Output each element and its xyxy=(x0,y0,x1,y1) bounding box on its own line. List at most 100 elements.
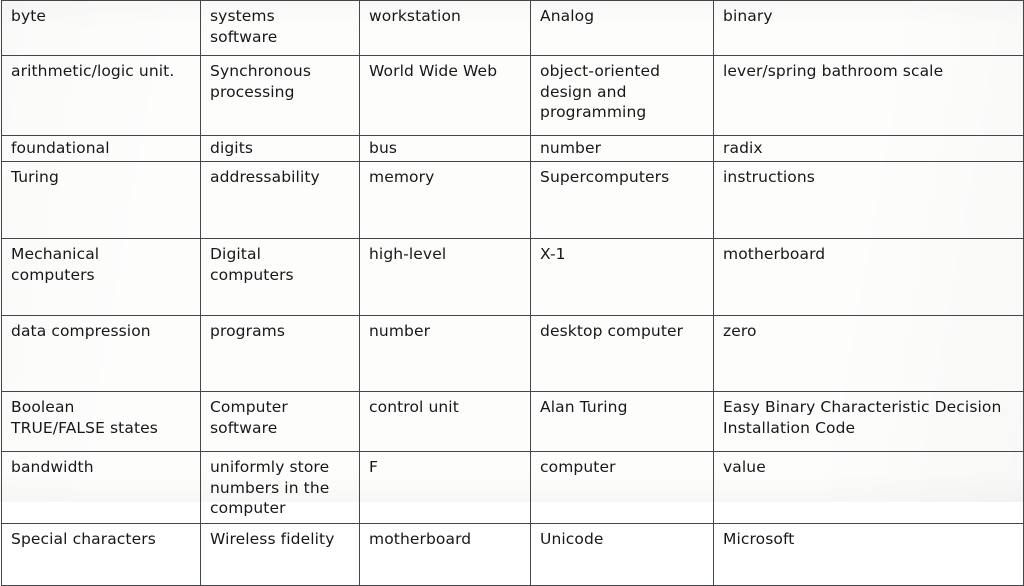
cell-text: bus xyxy=(369,139,398,157)
table-row: data compression programs number desktop… xyxy=(1,315,1024,392)
cell-text: lever/spring bathroom scale xyxy=(723,62,944,80)
table-cell: motherboard xyxy=(359,523,531,586)
table-cell: F xyxy=(359,451,531,524)
table-cell: lever/spring bathroom scale xyxy=(713,55,1024,136)
table-row: Turing addressability memory Supercomput… xyxy=(1,161,1024,239)
table-cell: bus xyxy=(359,135,531,162)
cell-text: binary xyxy=(723,7,773,25)
table-cell: number xyxy=(359,315,531,392)
table-cell: Boolean TRUE/FALSE states xyxy=(1,391,201,452)
cell-text: Synchronous processing xyxy=(210,62,312,101)
cell-text: Wireless fidelity xyxy=(210,530,335,548)
table-cell: uniformly store numbers in the computer xyxy=(200,451,360,524)
table-cell: memory xyxy=(359,161,531,239)
cell-text: high-level xyxy=(369,245,447,263)
cell-text: X-1 xyxy=(540,245,566,263)
table-cell: Analog xyxy=(530,0,714,56)
cell-text: uniformly store numbers in the computer xyxy=(210,458,330,517)
table-row: Special characters Wireless fidelity mot… xyxy=(1,523,1024,586)
table-row: bandwidth uniformly store numbers in the… xyxy=(1,451,1024,524)
cell-text: Mechanical computers xyxy=(11,245,100,284)
cell-text: programs xyxy=(210,322,286,340)
table-cell: radix xyxy=(713,135,1024,162)
table-row: foundational digits bus number radix xyxy=(1,135,1024,162)
table-row: Boolean TRUE/FALSE states Computer softw… xyxy=(1,391,1024,452)
cell-text: computer xyxy=(540,458,616,476)
table-cell: byte xyxy=(1,0,201,56)
cell-text: byte xyxy=(11,7,47,25)
cell-text: Unicode xyxy=(540,530,604,548)
table-cell: workstation xyxy=(359,0,531,56)
table-cell: control unit xyxy=(359,391,531,452)
cell-text: bandwidth xyxy=(11,458,94,476)
cell-text: Easy Binary Characteristic Decision Inst… xyxy=(723,398,1002,437)
cell-text: value xyxy=(723,458,766,476)
table-cell: object-oriented design and programming xyxy=(530,55,714,136)
cell-text: arithmetic/logic unit. xyxy=(11,62,175,80)
cell-text: F xyxy=(369,458,379,476)
table-cell: Mechanical computers xyxy=(1,238,201,316)
table-cell: high-level xyxy=(359,238,531,316)
cell-text: Microsoft xyxy=(723,530,795,548)
cell-text: memory xyxy=(369,168,435,186)
table-cell: Special characters xyxy=(1,523,201,586)
table-cell: Alan Turing xyxy=(530,391,714,452)
table-cell: Wireless fidelity xyxy=(200,523,360,586)
cell-text: radix xyxy=(723,139,763,157)
table-cell: value xyxy=(713,451,1024,524)
cell-text: foundational xyxy=(11,139,110,157)
cell-text: workstation xyxy=(369,7,461,25)
cell-text: Digital computers xyxy=(210,245,294,284)
table-cell: systems software xyxy=(200,0,360,56)
cell-text: Special characters xyxy=(11,530,156,548)
table-cell: Digital computers xyxy=(200,238,360,316)
table-cell: programs xyxy=(200,315,360,392)
cell-text: systems software xyxy=(210,7,278,46)
cell-text: instructions xyxy=(723,168,815,186)
table-row: arithmetic/logic unit. Synchronous proce… xyxy=(1,55,1024,136)
cell-text: Supercomputers xyxy=(540,168,670,186)
table-cell: binary xyxy=(713,0,1024,56)
cell-text: World Wide Web xyxy=(369,62,498,80)
table-cell: desktop computer xyxy=(530,315,714,392)
table-cell: Microsoft xyxy=(713,523,1024,586)
cell-text: number xyxy=(369,322,431,340)
table-cell: zero xyxy=(713,315,1024,392)
cell-text: motherboard xyxy=(369,530,472,548)
table-cell: Easy Binary Characteristic Decision Inst… xyxy=(713,391,1024,452)
cell-text: control unit xyxy=(369,398,459,416)
cell-text: digits xyxy=(210,139,254,157)
table-cell: arithmetic/logic unit. xyxy=(1,55,201,136)
table-cell: Turing xyxy=(1,161,201,239)
cell-text: object-oriented design and programming xyxy=(540,62,661,121)
table-cell: data compression xyxy=(1,315,201,392)
cell-text: motherboard xyxy=(723,245,826,263)
table-row: Mechanical computers Digital computers h… xyxy=(1,238,1024,316)
cell-text: Boolean TRUE/FALSE states xyxy=(11,398,158,437)
cell-text: addressability xyxy=(210,168,320,186)
table-cell: bandwidth xyxy=(1,451,201,524)
table-cell: Synchronous processing xyxy=(200,55,360,136)
cell-text: zero xyxy=(723,322,757,340)
table-cell: X-1 xyxy=(530,238,714,316)
cell-text: Turing xyxy=(11,168,59,186)
cell-text: data compression xyxy=(11,322,151,340)
table-row: byte systems software workstation Analog… xyxy=(1,0,1024,56)
table-cell: Unicode xyxy=(530,523,714,586)
cell-text: Alan Turing xyxy=(540,398,628,416)
table-cell: digits xyxy=(200,135,360,162)
table-cell: Supercomputers xyxy=(530,161,714,239)
table-cell: computer xyxy=(530,451,714,524)
table-cell: Computer software xyxy=(200,391,360,452)
table-cell: motherboard xyxy=(713,238,1024,316)
table-cell: World Wide Web xyxy=(359,55,531,136)
table-cell: addressability xyxy=(200,161,360,239)
cell-text: number xyxy=(540,139,602,157)
cell-text: desktop computer xyxy=(540,322,684,340)
cell-text: Computer software xyxy=(210,398,288,437)
table-cell: foundational xyxy=(1,135,201,162)
cell-text: Analog xyxy=(540,7,595,25)
